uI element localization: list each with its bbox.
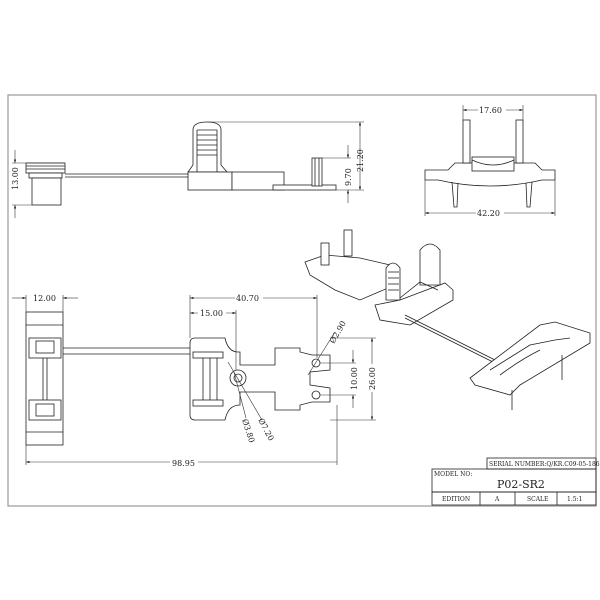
dim-26-00: 26.00	[368, 367, 377, 390]
dim-dia-2-90: Ø2.90	[328, 319, 348, 345]
plan-view: 12.00 98.95 40.70 15.00 Ø2.90 Ø7.20 Ø3.8…	[12, 293, 377, 468]
dim-21-20: 21.20	[356, 149, 365, 172]
side-view: 13.00 21.20 9.70	[11, 121, 365, 218]
scale-value: 1.5:1	[567, 496, 582, 503]
dim-17-60: 17.60	[479, 106, 502, 115]
front-view: 17.60 42.20	[424, 104, 556, 218]
dim-42-20: 42.20	[477, 209, 500, 218]
dim-12-00: 12.00	[33, 294, 56, 303]
dim-13-00: 13.00	[11, 167, 20, 190]
dim-40-70: 40.70	[236, 294, 259, 303]
dim-dia-3-80: Ø3.80	[240, 418, 256, 444]
scale-label: SCALE	[527, 496, 548, 503]
dim-dia-7-20: Ø7.20	[256, 417, 275, 443]
dim-15-00: 15.00	[200, 309, 223, 318]
dim-10-00: 10.00	[350, 367, 359, 390]
dim-9-70: 9.70	[344, 168, 353, 186]
title-block: SERIAL NUMBER:Q/KR.C09-05-186 MODEL NO: …	[431, 457, 600, 506]
edition-label: EDITION	[442, 496, 470, 503]
drawing-frame	[7, 94, 597, 507]
serial-number: SERIAL NUMBER:Q/KR.C09-05-186	[489, 461, 600, 468]
edition-value: A	[494, 496, 500, 503]
model-value: P02-SR2	[497, 478, 545, 491]
dim-98-95: 98.95	[172, 459, 195, 468]
model-label: MODEL NO:	[434, 471, 472, 478]
isometric-view	[304, 229, 591, 410]
